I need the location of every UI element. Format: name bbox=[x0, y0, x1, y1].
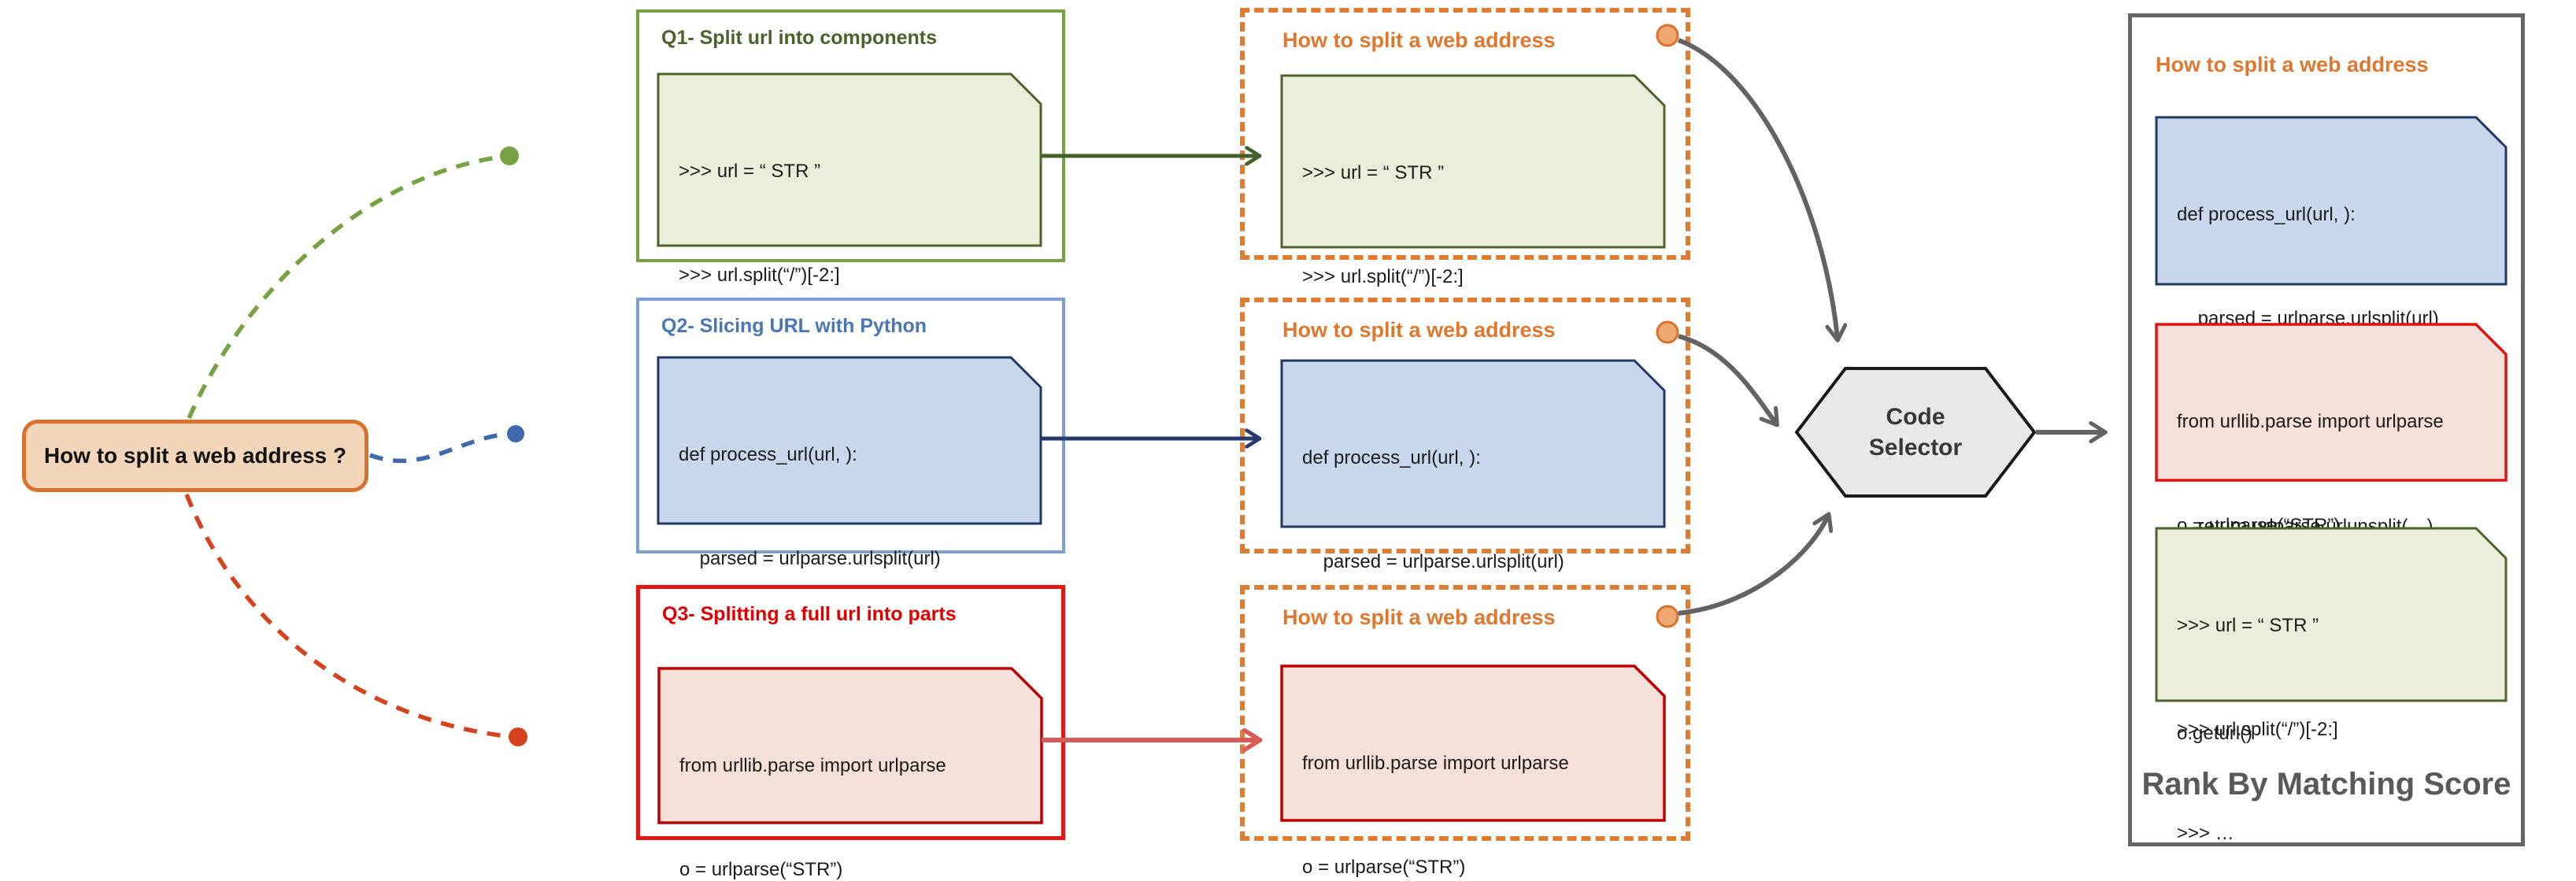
code-snippet-q3: from urllib.parse import urlparse o = ur… bbox=[657, 667, 1043, 880]
result-snippet-red: from urllib.parse import urlparse o = ur… bbox=[2155, 323, 2508, 744]
code-line: o.geturl() bbox=[2177, 723, 2253, 744]
query-link-red bbox=[184, 493, 507, 738]
code-line: from urllib.parse import urlparse bbox=[679, 755, 946, 776]
code-line: from urllib.parse import urlparse bbox=[1302, 753, 1569, 774]
code-text: from urllib.parse import urlparse o = ur… bbox=[679, 679, 946, 881]
question-title-q2: Q2- Slicing URL with Python bbox=[661, 315, 927, 337]
question-title-q3: Q3- Splitting a full url into parts bbox=[662, 603, 957, 625]
query-label: How to split a web address ? bbox=[43, 443, 347, 468]
result-snippet-green: >>> url = “ STR ” >>> url.split(“/”)[-2:… bbox=[2155, 527, 2508, 844]
code-line: >>> url = “ STR ” bbox=[679, 161, 821, 182]
retrieved-snippet-red: from urllib.parse import urlparse o = ur… bbox=[1280, 664, 1666, 878]
code-line: parsed = urlparse.urlsplit(url) bbox=[679, 548, 941, 569]
code-line: >>> url.split(“/”)[-2:] bbox=[2177, 719, 2338, 740]
results-title: How to split a web address bbox=[2156, 53, 2429, 76]
code-text: >>> url = “ STR ” >>> url.split(“/”)[-2:… bbox=[2177, 539, 2338, 881]
note-shape-blue bbox=[657, 356, 1042, 525]
code-line: o = urlparse(“STR”) bbox=[1302, 857, 1466, 878]
link-dot-green bbox=[500, 146, 519, 165]
code-line: parsed = urlparse.urlsplit(url) bbox=[1302, 551, 1564, 572]
question-title-q1: Q1- Split url into components bbox=[661, 27, 937, 49]
code-line: >>> url.split(“/”)[-2:] bbox=[1302, 266, 1464, 287]
retrieved-title-3: How to split a web address bbox=[1282, 605, 1556, 629]
retrieved-title-2: How to split a web address bbox=[1282, 318, 1556, 342]
code-text: from urllib.parse import urlparse o = ur… bbox=[1302, 677, 1569, 881]
retrieved-snippet-green: >>> url = “ STR ” >>> url.split(“/”)[-2:… bbox=[1280, 74, 1666, 391]
note-shape-red bbox=[2155, 323, 2508, 482]
note-shape-red bbox=[1280, 664, 1666, 822]
query-link-blue bbox=[369, 432, 505, 464]
link-dot-blue bbox=[507, 425, 524, 442]
arrow-retrieved2-to-selector bbox=[1678, 334, 1776, 424]
code-line: o = urlparse(“STR”) bbox=[679, 859, 843, 880]
code-selector-node: Code Selector bbox=[1797, 368, 2034, 496]
rank-caption: Rank By Matching Score bbox=[2141, 767, 2511, 801]
code-line: >>> url = “ STR ” bbox=[1302, 162, 1445, 183]
note-shape-green bbox=[657, 72, 1042, 247]
retrieved-card-2: How to split a web address def process_u… bbox=[1240, 298, 1690, 780]
note-shape-blue bbox=[2155, 116, 2508, 286]
note-shape-green bbox=[1280, 74, 1666, 249]
results-panel: How to split a web address def process_u… bbox=[2128, 13, 2525, 846]
code-line: def process_url(url, ): bbox=[2177, 204, 2356, 225]
retrieved-card-1: How to split a web address >>> url = “ S… bbox=[1240, 8, 1690, 391]
arrow-retrieved1-to-selector bbox=[1677, 38, 1838, 339]
code-snippet-q1: >>> url = “ STR ” >>> url.split(“/”)[-2:… bbox=[657, 72, 1042, 390]
code-line: def process_url(url, ): bbox=[1302, 447, 1481, 468]
link-dot-red bbox=[509, 727, 527, 746]
code-selector-hexagon bbox=[1794, 367, 2037, 498]
code-snippet-q2: def process_url(url, ): parsed = urlpars… bbox=[657, 356, 1042, 777]
retrieved-title-1: How to split a web address bbox=[1282, 28, 1556, 52]
code-selector-label: Code Selector bbox=[1868, 404, 1963, 461]
code-line: >>> url.split(“/”)[-2:] bbox=[679, 265, 840, 286]
code-line: def process_url(url, ): bbox=[679, 444, 857, 465]
query-node: How to split a web address ? bbox=[22, 420, 368, 492]
note-shape-green bbox=[2155, 527, 2508, 702]
question-card-q3: Q3- Splitting a full url into parts from… bbox=[636, 585, 1065, 880]
question-card-q2: Q2- Slicing URL with Python def process_… bbox=[636, 298, 1065, 777]
note-shape-blue bbox=[1280, 359, 1666, 528]
query-link-green bbox=[187, 155, 498, 420]
question-card-q1: Q1- Split url into components >>> url = … bbox=[636, 9, 1065, 390]
arrow-retrieved3-to-selector bbox=[1678, 516, 1828, 616]
code-line: from urllib.parse import urlparse bbox=[2177, 411, 2444, 432]
note-shape-red bbox=[657, 667, 1043, 824]
retrieved-card-3: How to split a web address from urllib.p… bbox=[1240, 585, 1690, 878]
retrieved-snippet-blue: def process_url(url, ): parsed = urlpars… bbox=[1280, 359, 1666, 780]
result-snippet-blue: def process_url(url, ): parsed = urlpars… bbox=[2155, 116, 2508, 537]
code-line: >>> … bbox=[2177, 823, 2234, 844]
code-line: >>> url = “ STR ” bbox=[2177, 615, 2319, 636]
